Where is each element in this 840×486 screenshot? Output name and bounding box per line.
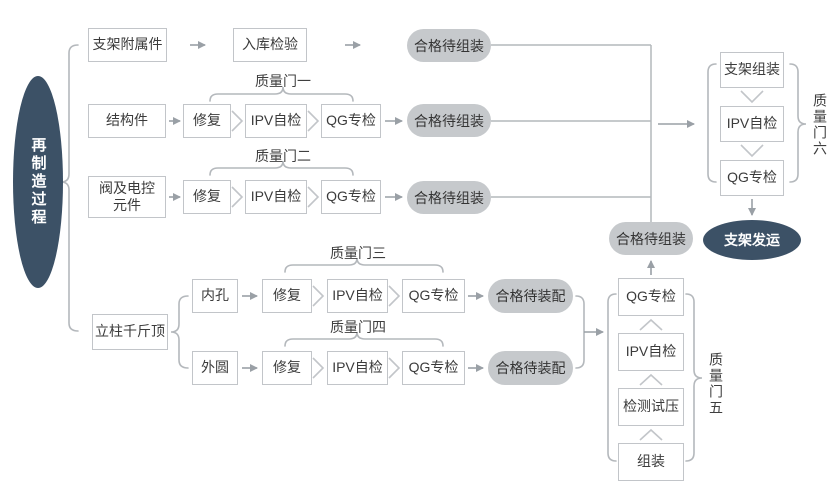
remanufacturing-process-ellipse: 再制造过程 bbox=[13, 76, 63, 288]
pill-qualified-for-assembly-3: 合格待组装 bbox=[407, 181, 491, 214]
qg-special-check-box-r4: QG专检 bbox=[402, 279, 465, 313]
gate5-label: 质量门五 bbox=[708, 352, 724, 416]
final-stack-qg-box: QG专检 bbox=[720, 160, 784, 196]
chevron-up-connector bbox=[639, 318, 663, 331]
assembly-stack-ipv-box: IPV自检 bbox=[618, 333, 684, 371]
assembly-stack-assemble-box: 组装 bbox=[618, 443, 684, 481]
source-box-prop-jack: 立柱千斤顶 bbox=[92, 314, 168, 350]
part-box-inner-bore: 内孔 bbox=[192, 279, 238, 313]
qg-special-check-box-r5: QG专检 bbox=[402, 351, 465, 385]
ipv-self-check-box-r4: IPV自检 bbox=[327, 279, 388, 313]
gate4-label: 质量门四 bbox=[330, 319, 386, 335]
chevron-right-connector bbox=[312, 357, 325, 379]
pill-qualified-for-fitting-2: 合格待装配 bbox=[488, 351, 573, 385]
gate6-brace bbox=[789, 63, 807, 183]
ipv-self-check-box-r2: IPV自检 bbox=[245, 104, 307, 138]
chevron-right-connector bbox=[312, 285, 325, 307]
step-box-warehouse-inspection: 入库检验 bbox=[233, 28, 307, 62]
gate3-bracket bbox=[284, 257, 444, 273]
jack-brace bbox=[170, 295, 189, 369]
chevron-down-connector bbox=[740, 90, 764, 104]
chevron-up-connector bbox=[639, 428, 663, 441]
qg-special-check-box-r2: QG专检 bbox=[321, 104, 381, 138]
process-brace bbox=[60, 44, 79, 332]
final-stack-bracket-assembly-box: 支架组装 bbox=[720, 52, 784, 88]
pill-qualified-for-assembly-final: 合格待组装 bbox=[609, 222, 693, 255]
gate5-brace bbox=[685, 293, 703, 462]
assembly-stack-test-pressure-box: 检测试压 bbox=[618, 388, 684, 426]
pill-qualified-for-assembly-2: 合格待组装 bbox=[407, 104, 491, 137]
gate2-bracket bbox=[209, 160, 354, 176]
source-box-structural-parts: 结构件 bbox=[88, 104, 166, 138]
ipv-self-check-box-r5: IPV自检 bbox=[327, 351, 388, 385]
gate4-bracket bbox=[284, 331, 444, 347]
bracket-shipping-ellipse: 支架发运 bbox=[703, 220, 801, 260]
repair-box-r2: 修复 bbox=[183, 104, 231, 138]
gate1-bracket bbox=[209, 86, 354, 102]
pill-qualified-for-fitting-1: 合格待装配 bbox=[488, 279, 573, 313]
chevron-right-connector bbox=[307, 186, 320, 208]
gate6-label: 质量门六 bbox=[812, 93, 828, 157]
gate5-left-bracket bbox=[607, 293, 617, 462]
fitting-joiner-bracket bbox=[575, 295, 585, 369]
chevron-right-connector bbox=[231, 186, 244, 208]
pill-qualified-for-assembly-1: 合格待组装 bbox=[407, 29, 491, 62]
repair-box-r4: 修复 bbox=[262, 279, 312, 313]
gate2-label: 质量门二 bbox=[255, 148, 311, 164]
chevron-up-connector bbox=[639, 373, 663, 386]
gate6-left-bracket bbox=[707, 63, 717, 183]
final-stack-ipv-box: IPV自检 bbox=[720, 106, 784, 142]
chevron-down-connector bbox=[740, 144, 764, 158]
gate3-label: 质量门三 bbox=[330, 245, 386, 261]
source-box-valve-electric-parts: 阀及电控元件 bbox=[88, 176, 166, 218]
source-box-bracket-accessories: 支架附属件 bbox=[88, 28, 167, 62]
chevron-right-connector bbox=[388, 285, 401, 307]
repair-box-r3: 修复 bbox=[183, 180, 231, 214]
gate1-label: 质量门一 bbox=[255, 73, 311, 89]
repair-box-r5: 修复 bbox=[262, 351, 312, 385]
ipv-self-check-box-r3: IPV自检 bbox=[245, 180, 307, 214]
qg-special-check-box-r3: QG专检 bbox=[321, 180, 381, 214]
part-box-outer-circle: 外圆 bbox=[192, 351, 238, 385]
chevron-right-connector bbox=[231, 110, 244, 132]
chevron-right-connector bbox=[388, 357, 401, 379]
assembly-stack-qg-box: QG专检 bbox=[618, 278, 684, 316]
chevron-right-connector bbox=[307, 110, 320, 132]
